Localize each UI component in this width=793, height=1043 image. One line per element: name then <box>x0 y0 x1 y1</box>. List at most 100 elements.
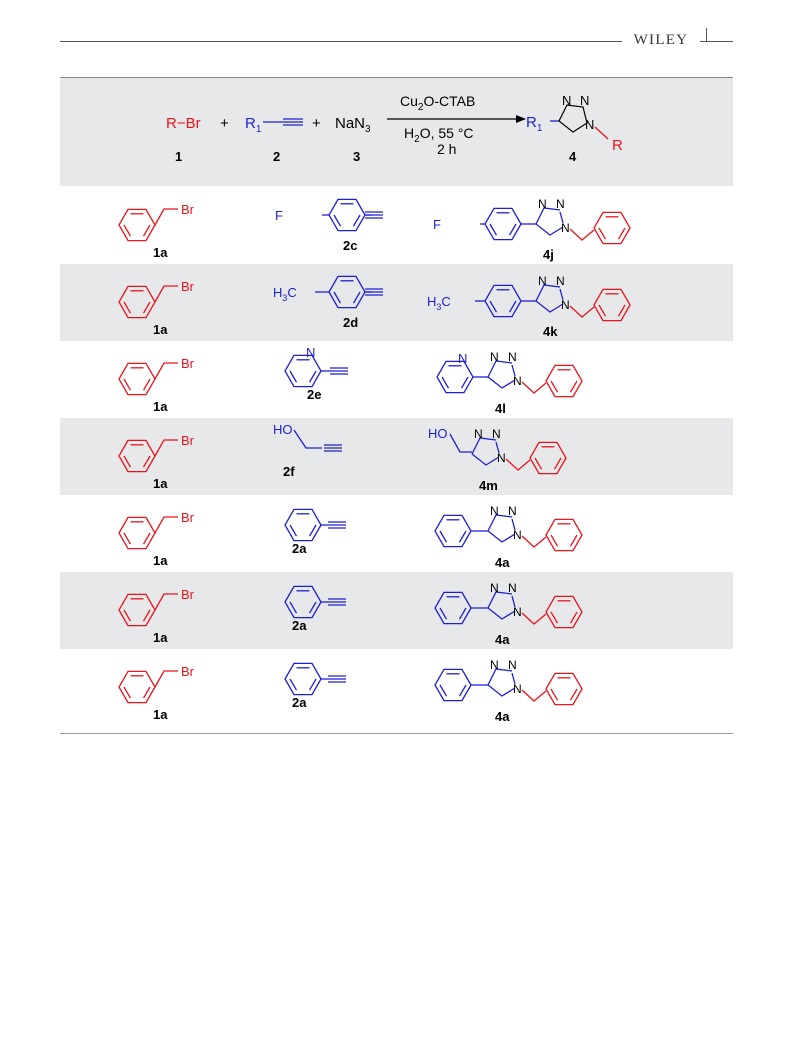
br-atom: Br <box>181 433 195 448</box>
benzene-ring <box>118 362 156 396</box>
benzyl-bromide-structure: Br <box>118 664 195 704</box>
br-atom: Br <box>181 279 195 294</box>
n-atom: N <box>490 350 499 364</box>
table-bottom-rule <box>60 733 733 734</box>
n-atom: N <box>585 117 594 132</box>
n-atom: N <box>490 581 499 595</box>
benzyl-bromide-structure: Br <box>118 356 195 396</box>
product-label: 4l <box>495 401 506 416</box>
benzene-ring <box>118 285 156 319</box>
benzene-ring <box>545 672 583 706</box>
n-atom: N <box>513 682 522 696</box>
table-subheader-band <box>60 168 733 186</box>
naN-text: NaN <box>335 115 365 132</box>
f-atom: F <box>275 208 283 223</box>
n-atom: N <box>556 197 565 211</box>
c-atom: C <box>441 294 450 309</box>
solvent-main: H <box>404 125 414 141</box>
product-r: R <box>612 137 623 154</box>
halide-label: 1a <box>153 553 168 568</box>
n-atom: N <box>513 528 522 542</box>
alkyne-structure: H3C <box>273 275 383 309</box>
compound-label-4: 4 <box>569 149 577 164</box>
n-atom: N <box>508 581 517 595</box>
c-atom: C <box>287 285 296 300</box>
product-label: 4m <box>479 478 498 493</box>
plus-sign: + <box>312 115 321 132</box>
benzyl-bromide-structure: Br <box>118 202 195 242</box>
alkyne-structure: HO <box>273 422 342 452</box>
solvent-rest: O, 55 °C <box>420 125 474 141</box>
benzene-ring <box>118 516 156 550</box>
benzene-ring <box>284 585 322 619</box>
halide-label: 1a <box>153 322 168 337</box>
benzyl-bromide-structure: Br <box>118 433 195 473</box>
alkyne-structure <box>284 662 346 696</box>
n-atom: N <box>490 504 499 518</box>
header-rule <box>60 41 622 42</box>
benzene-ring <box>118 208 156 242</box>
br-atom: Br <box>181 202 195 217</box>
time-label: 2 h <box>437 141 456 157</box>
header-rule <box>700 41 733 42</box>
n-atom: N <box>492 427 501 441</box>
benzyl-bromide-structure: Br <box>118 279 195 319</box>
alkyne-label: 2c <box>343 238 357 253</box>
benzene-ring <box>118 670 156 704</box>
benzene-ring <box>545 364 583 398</box>
n-atom: N <box>458 351 467 366</box>
methyl-group: H3C <box>427 294 451 312</box>
benzene-ring <box>593 288 631 322</box>
methyl-group: H3C <box>273 285 297 303</box>
alkyne-structure <box>284 585 346 619</box>
publisher-logo: WILEY <box>633 32 689 48</box>
halide-label: 1a <box>153 707 168 722</box>
header-tick <box>706 28 707 41</box>
compound-label-3: 3 <box>353 149 360 164</box>
benzyl-bromide-structure: Br <box>118 587 195 627</box>
product-label: 4a <box>495 555 510 570</box>
reaction-arrow <box>387 115 526 123</box>
n-atom: N <box>556 274 565 288</box>
r1-symbol: R <box>245 115 256 132</box>
compound-label-2: 2 <box>273 149 280 164</box>
conditions-label: H2O, 55 °C <box>404 125 474 145</box>
benzene-ring <box>118 593 156 627</box>
alkyne-structure: N <box>284 345 348 388</box>
n-atom: N <box>561 221 570 235</box>
ho-group: HO <box>273 422 293 437</box>
n-atom: N <box>474 427 483 441</box>
alkyne-triple-bond <box>263 118 303 126</box>
benzene-ring <box>118 439 156 473</box>
general-reaction-scheme: R−Br + R1 + NaN3 Cu2O-CTAB H2O, 55 °C 2 … <box>166 93 623 164</box>
benzyl-bromide-structure: Br <box>118 510 195 550</box>
halide-label: 1a <box>153 245 168 260</box>
benzene-ring <box>434 668 472 702</box>
benzene-ring <box>434 591 472 625</box>
halide-label: 1a <box>153 476 168 491</box>
benzene-ring <box>593 211 631 245</box>
benzene-ring <box>284 662 322 696</box>
alkyne-label: 2f <box>283 464 295 479</box>
n-atom: N <box>513 374 522 388</box>
benzene-ring <box>434 514 472 548</box>
cat-main: Cu <box>400 93 418 109</box>
cat-sub: 2 <box>418 102 424 113</box>
n-atom: N <box>580 93 589 108</box>
page-header: WILEY <box>0 0 793 70</box>
br-atom: Br <box>181 587 195 602</box>
reagent-halide: R−Br <box>166 115 201 132</box>
